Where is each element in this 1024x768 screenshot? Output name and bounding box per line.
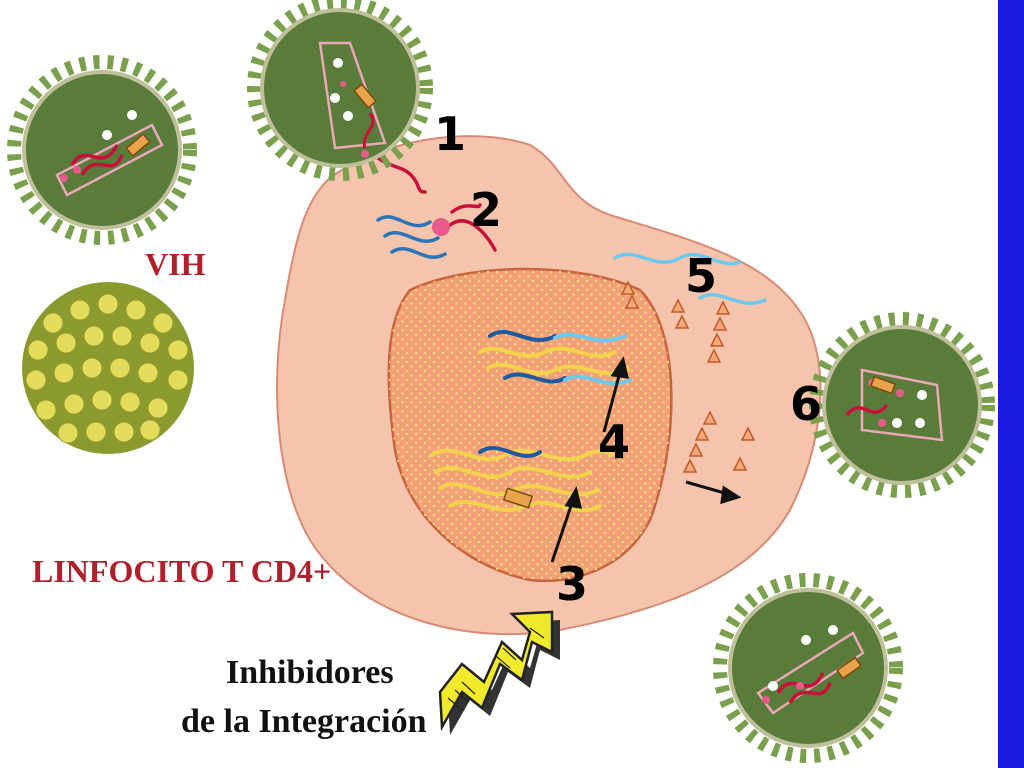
cell-label: LINFOCITO T CD4+ (32, 553, 332, 589)
virus-surface-icon (22, 282, 194, 454)
step-2: 2 (470, 183, 502, 237)
step-1: 1 (434, 107, 466, 161)
inhibitor-label-line2: de la Integración (181, 703, 427, 740)
inhibitor-label-line1: Inhibidores (226, 654, 394, 691)
cytoplasm-rna (376, 156, 767, 305)
hiv-virion-icon (7, 55, 197, 245)
lightning-bolt-icon (438, 610, 560, 735)
integrase-enzyme (502, 487, 534, 509)
viral-proteins (620, 280, 756, 473)
viral-dna (478, 329, 632, 459)
hiv-virion-icon (713, 573, 903, 763)
side-bar (998, 0, 1024, 768)
step-5: 5 (685, 249, 717, 303)
viral-protein (432, 218, 450, 236)
hiv-virion-icon (247, 0, 433, 181)
step-6: 6 (790, 377, 822, 431)
process-arrows (550, 356, 742, 563)
step-3: 3 (556, 557, 588, 611)
hiv-virion-icon (809, 312, 995, 498)
virus-label: VIH (145, 246, 206, 282)
step-4: 4 (598, 415, 630, 469)
